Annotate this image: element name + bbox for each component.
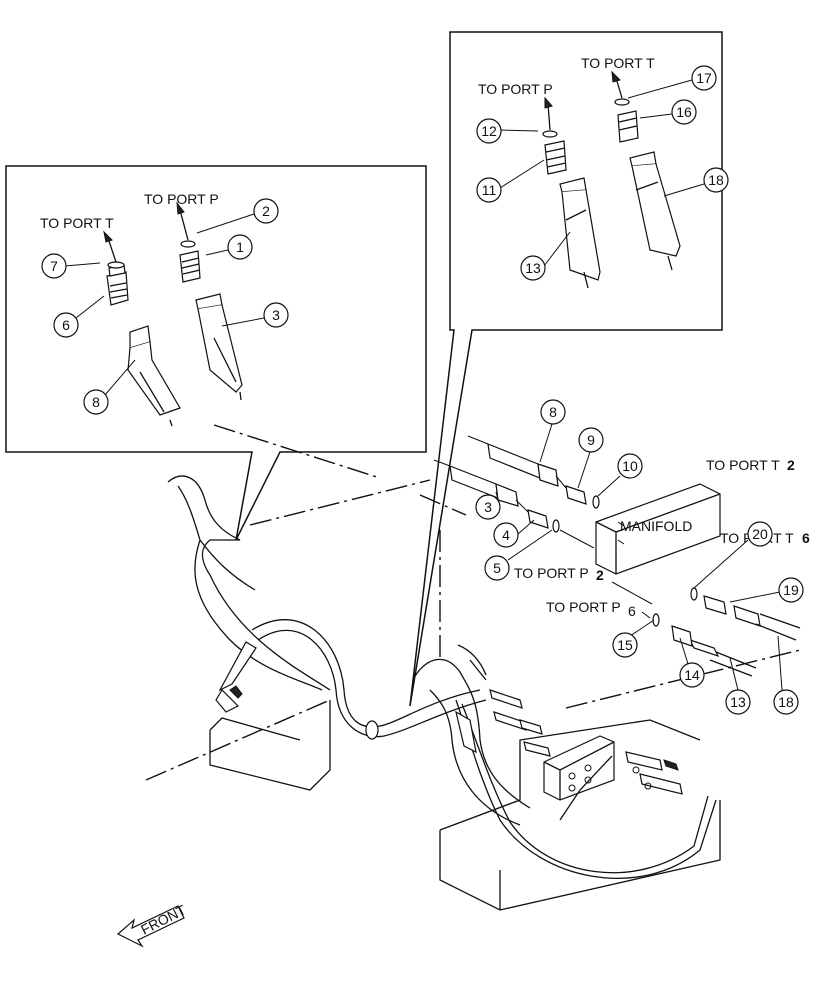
callout-19: 19 bbox=[783, 582, 799, 598]
callout-10: 10 bbox=[622, 458, 638, 474]
callout-13-inset: 13 bbox=[525, 260, 541, 276]
callout-11: 11 bbox=[482, 182, 497, 198]
callout-14: 14 bbox=[684, 667, 700, 683]
inset-left-port-p-label: TO PORT P bbox=[144, 191, 219, 207]
callout-8: 8 bbox=[92, 394, 100, 410]
hose-18-assembly bbox=[611, 70, 681, 271]
front-direction-arrow: FRONT bbox=[116, 901, 189, 948]
callout-18-main: 18 bbox=[778, 694, 794, 710]
callout-15: 15 bbox=[617, 637, 633, 653]
machine-fittings bbox=[455, 689, 683, 795]
manifold-exploded-view: MANIFOLD bbox=[433, 435, 801, 677]
callout-18-inset: 18 bbox=[708, 172, 724, 188]
port-p6-label: TO PORT P bbox=[546, 599, 621, 615]
callout-17: 17 bbox=[696, 70, 712, 86]
inset-left-port-t-label: TO PORT T bbox=[40, 215, 114, 231]
callout-6: 6 bbox=[62, 317, 70, 333]
callout-13-main: 13 bbox=[730, 694, 746, 710]
hose-3-assembly bbox=[176, 201, 243, 401]
port-p6-sub: 6 bbox=[628, 603, 636, 619]
inset-right-port-p-label: TO PORT P bbox=[478, 81, 553, 97]
callout-9: 9 bbox=[587, 432, 595, 448]
callout-16: 16 bbox=[676, 104, 692, 120]
hose-8-assembly bbox=[103, 230, 181, 427]
port-t6-sub: 6 bbox=[802, 530, 810, 546]
manifold-label: MANIFOLD bbox=[620, 518, 692, 534]
callout-4: 4 bbox=[502, 527, 510, 543]
callout-2: 2 bbox=[262, 203, 270, 219]
callout-8-main: 8 bbox=[549, 404, 557, 420]
inset-right-port-t-label: TO PORT T bbox=[581, 55, 655, 71]
callout-20: 20 bbox=[752, 526, 768, 542]
callout-12: 12 bbox=[481, 123, 497, 139]
port-p2-label: TO PORT P bbox=[514, 565, 589, 581]
callout-1: 1 bbox=[236, 239, 244, 255]
port-t2-sub: 2 bbox=[787, 457, 795, 473]
callout-5: 5 bbox=[493, 560, 501, 576]
port-p2-sub: 2 bbox=[596, 567, 604, 583]
callout-3: 3 bbox=[272, 307, 280, 323]
callout-7: 7 bbox=[50, 258, 58, 274]
left-inset: TO PORT P TO PORT T 2 1 3 7 6 8 bbox=[5, 165, 427, 541]
callout-3-main: 3 bbox=[484, 499, 492, 515]
port-t2-label: TO PORT T bbox=[706, 457, 780, 473]
right-inset: TO PORT T TO PORT P 12 11 13 17 16 18 bbox=[409, 31, 729, 707]
hose-13-assembly bbox=[542, 96, 601, 289]
